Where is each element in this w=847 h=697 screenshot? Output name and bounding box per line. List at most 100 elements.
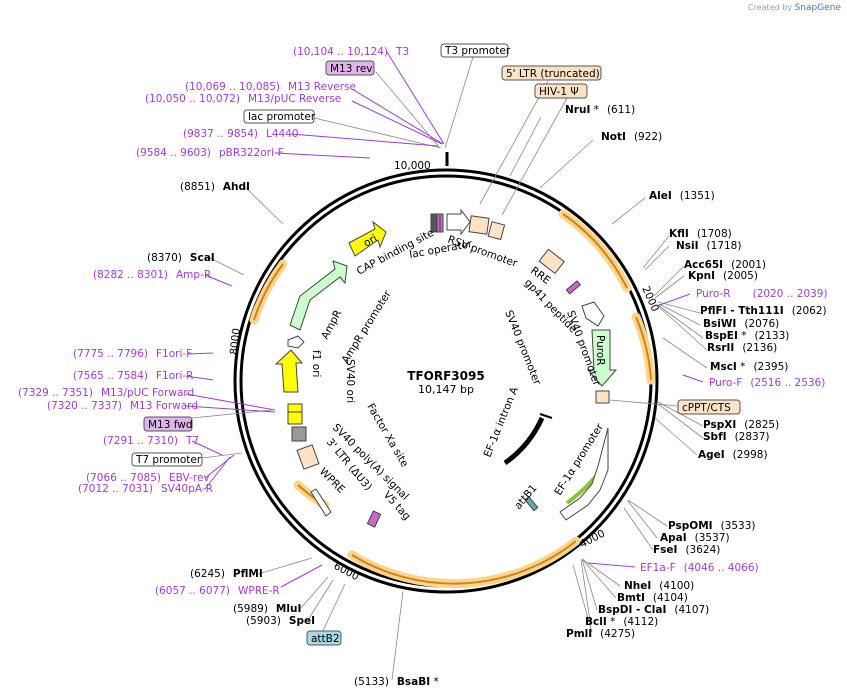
site-msci: MscI *(2395) (710, 361, 788, 373)
site-bmti: BmtI(4104) (617, 592, 688, 604)
rre-feature (538, 248, 565, 275)
wpre-feature (310, 488, 332, 517)
primer-t3: (10,104 .. 10,124)T3 (293, 46, 409, 58)
site-scai: (8370)ScaI (147, 252, 215, 264)
site-pmli: PmlI(4275) (566, 628, 635, 640)
boxed-labels: T3 promoter M13 rev 5' LTR (truncated) H… (131, 43, 741, 646)
tick-8000: 8000 (228, 327, 243, 355)
gp41-feature (565, 280, 581, 295)
label-puror: PuroR (594, 335, 606, 366)
orf-arc-lines (253, 213, 652, 585)
rsv-promoter-feature (446, 208, 471, 236)
primers: (10,104 .. 10,124)T3 (10,069 .. 10,085)M… (18, 46, 828, 597)
label-attb2: attB2 (311, 633, 340, 645)
tick-10000: 10,000 (394, 160, 431, 172)
site-nhei: NheI(4100) (624, 580, 694, 592)
ef1a-intron-feature (503, 416, 545, 466)
label-lac-promoter: lac promoter (248, 111, 316, 123)
primer-pbr322ori-f: (9584 .. 9603)pBR322ori-F (136, 147, 284, 159)
snapgene-logo: SnapGene (794, 3, 841, 13)
attb1-feature (524, 496, 539, 512)
site-pspomi: PspOMI(3533) (668, 520, 755, 532)
site-nrui: NruI *(611) (565, 104, 635, 116)
backbone-outer-ring (233, 168, 659, 594)
label-wpre: WPRE (317, 466, 347, 496)
site-bspei: BspEI *(2133) (705, 330, 789, 342)
primer-l4440: (9837 .. 9854)L4440 (183, 128, 299, 140)
site-mlui: (5989)MluI (233, 603, 301, 615)
label-5ltr: 5' LTR (truncated) (506, 68, 600, 80)
site-bsiwi: BsiWI(2076) (703, 318, 779, 330)
v5-tag-feature (366, 510, 382, 528)
plasmid-size: 10,147 bp (418, 383, 474, 396)
features (274, 208, 618, 528)
primer-f1ori-f: (7775 .. 7796)F1ori-F (73, 348, 192, 360)
ampr-feature (289, 260, 348, 331)
site-alei: AleI(1351) (649, 190, 715, 202)
credit-prefix: Created by (748, 3, 793, 12)
label-m13-fwd: M13 fwd (148, 419, 193, 431)
site-pflfi: PflFI - Tth111I(2062) (700, 305, 827, 317)
label-sv40-promoter-b: SV40 promoter (502, 309, 543, 388)
puror-feature (586, 329, 618, 387)
plasmid-name: TFORF3095 (407, 369, 484, 383)
primer-amp-r: (8282 .. 8301)Amp-R (93, 269, 211, 281)
snapgene-credit: Created by SnapGene (748, 3, 841, 13)
site-fsei: FseI(3624) (653, 544, 720, 556)
ampr-promoter-feature (287, 335, 305, 349)
ef1a-promoter-feature (559, 427, 609, 521)
site-pspxi: PspXI(2825) (703, 419, 779, 431)
primer-t7: (7291 .. 7310)T7 (103, 435, 199, 447)
label-ef1a-intron: EF-1α intron A (482, 385, 521, 460)
lac-operator-feature (430, 213, 438, 233)
primer-wpre-r: (6057 .. 6077)WPRE-R (155, 585, 280, 597)
primer-puro-r: Puro-R(2020 .. 2039) (696, 288, 828, 300)
label-cppt: cPPT/CTS (682, 402, 731, 414)
label-ampr-promoter: AmpR promoter (339, 288, 394, 366)
primer-m13puc-reverse: (10,050 .. 10,072)M13/pUC Reverse (145, 93, 341, 105)
site-sbfi: SbfI(2837) (703, 431, 769, 443)
site-nsii: NsiI(1718) (676, 240, 741, 252)
sv40ori-feature (287, 403, 303, 413)
site-spei: (5903)SpeI (246, 615, 315, 627)
primer-ebv-rev: (7066 .. 7085)EBV-rev (86, 472, 210, 484)
site-ahdi: (8851)AhdI (180, 181, 250, 193)
cppt-feature (595, 390, 610, 404)
connector-lines (191, 56, 708, 681)
label-m13-rev: M13 rev (330, 63, 373, 75)
label-ampr: AmpR (319, 308, 344, 341)
f1ori-feature (274, 349, 304, 393)
site-kfli: KflI(1708) (669, 228, 732, 240)
site-bcli: BclI *(4112) (585, 616, 658, 628)
primer-lines (185, 51, 704, 588)
site-acc65i: Acc65I(2001) (684, 259, 766, 271)
tick-2000: 2000 (639, 284, 661, 313)
site-pflmi: (6245)PflMI (190, 568, 263, 580)
ltr5-feature (468, 215, 490, 235)
label-f1ori: f1 ori (310, 350, 322, 377)
site-agei: AgeI(2998) (698, 449, 768, 461)
site-kpni: KpnI(2005) (688, 270, 758, 282)
label-hiv-psi: HIV-1 Ψ (539, 86, 579, 98)
label-t7-promoter: T7 promoter (135, 454, 202, 466)
sv40-promoter-feature (581, 301, 605, 327)
orf-arcs (249, 209, 656, 589)
sv40polya-feature (291, 426, 307, 442)
tick-6000: 6000 (332, 560, 361, 583)
site-bspdi: BspDI - ClaI(4107) (598, 604, 709, 616)
label-sv40ori: SV40 ori (344, 359, 356, 403)
primer-m13puc-forward: (7329 .. 7351)M13/pUC Forward (18, 387, 194, 399)
ori-feature (348, 220, 387, 257)
primer-ef1a-f: EF1a-F(4046 .. 4066) (640, 562, 759, 574)
label-t3-promoter: T3 promoter (444, 45, 511, 57)
site-bsabi: (5133)BsaBI * (354, 676, 439, 688)
primer-m13-forward: (7320 .. 7337)M13 Forward (47, 400, 198, 412)
primer-sv40pa-r: (7012 .. 7031)SV40pA-R (78, 483, 213, 495)
primer-puro-f: Puro-F(2516 .. 2536) (709, 377, 825, 389)
site-noti: NotI(922) (601, 131, 662, 143)
ltr3-feature (296, 444, 320, 470)
site-rsrii: RsrII(2136) (707, 342, 777, 354)
primer-m13-reverse: (10,069 .. 10,085)M13 Reverse (185, 81, 356, 93)
hiv-psi-feature (487, 221, 506, 241)
